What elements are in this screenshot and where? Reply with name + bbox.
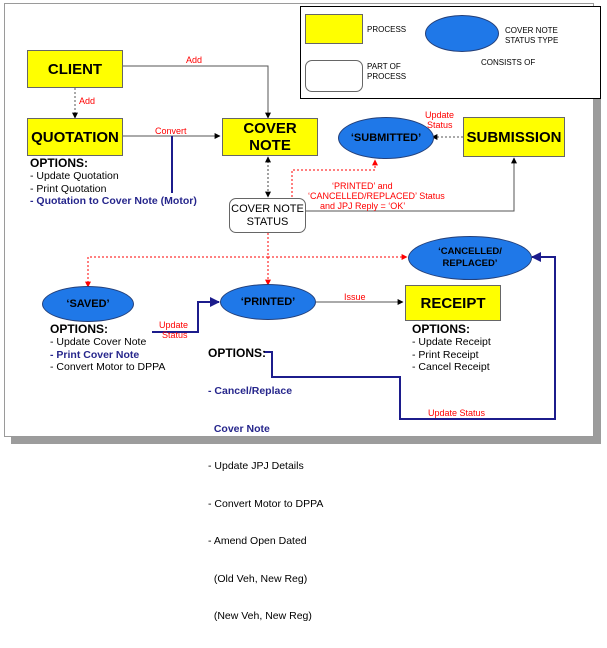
legend-process-label: PROCESS xyxy=(367,25,407,34)
saved-option-convert: - Convert Motor to DPPA xyxy=(50,361,166,373)
edge-status-saved xyxy=(85,256,268,288)
submission-label: SUBMISSION xyxy=(466,128,562,146)
receipt-options: OPTIONS: - Update Receipt - Print Receip… xyxy=(412,322,491,374)
label-add-left: Add xyxy=(79,96,96,106)
printed-options: OPTIONS: - Cancel/Replace Cover Note - U… xyxy=(208,321,323,648)
saved-options: OPTIONS: - Update Cover Note - Print Cov… xyxy=(50,322,165,374)
legend-status-label-1: COVER NOTE xyxy=(505,26,558,35)
legend-consists-label: CONSISTS OF xyxy=(481,58,536,67)
label-issue: Issue xyxy=(344,292,366,302)
status-box-line-2: STATUS xyxy=(246,215,289,228)
printed-option-convert: - Convert Motor to DPPA xyxy=(208,497,324,510)
cancelled-label-2: REPLACED’ xyxy=(442,258,498,269)
submitted-label: ‘SUBMITTED’ xyxy=(350,131,422,144)
label-update-status-printed-1: Update xyxy=(159,320,189,330)
cover-note-label: COVER NOTE xyxy=(243,120,297,154)
label-add-top: Add xyxy=(186,55,203,65)
cover-note-status-box: COVER NOTE STATUS xyxy=(229,198,306,233)
legend-process-swatch xyxy=(305,14,363,44)
printed-option-amend-new: (New Veh, New Reg) xyxy=(208,610,312,622)
label-printed-condition-3: and JPJ Reply = ‘OK’ xyxy=(320,201,406,211)
quotation-option-update: - Update Quotation xyxy=(30,170,119,182)
printed-status: ‘PRINTED’ xyxy=(220,284,316,320)
quotation-options-heading: OPTIONS: xyxy=(30,156,89,170)
printed-options-heading: OPTIONS: xyxy=(208,346,267,360)
status-box-line-1: COVER NOTE xyxy=(231,202,304,215)
label-update-status-submitted-2: Status xyxy=(427,120,453,130)
submission-process: SUBMISSION xyxy=(463,117,565,157)
legend-part-label-2: PROCESS xyxy=(367,72,407,81)
saved-options-heading: OPTIONS: xyxy=(50,322,109,336)
client-process: CLIENT xyxy=(27,50,123,88)
diagram-canvas: PROCESS PART OF PROCESS COVER NOTE STATU… xyxy=(4,3,601,622)
quotation-options: OPTIONS: - Update Quotation - Print Quot… xyxy=(30,156,197,208)
printed-option-jpj: - Update JPJ Details xyxy=(208,460,304,472)
receipt-option-cancel: - Cancel Receipt xyxy=(412,361,490,373)
saved-status: ‘SAVED’ xyxy=(42,286,134,322)
saved-option-update: - Update Cover Note xyxy=(50,336,147,348)
printed-label: ‘PRINTED’ xyxy=(240,295,296,308)
legend-part-swatch xyxy=(305,60,363,92)
submitted-status: ‘SUBMITTED’ xyxy=(338,117,434,159)
receipt-option-update: - Update Receipt xyxy=(412,336,491,348)
printed-option-amend-old: (Old Veh, New Reg) xyxy=(208,572,308,585)
label-update-status-submitted-1: Update xyxy=(425,110,455,120)
quotation-option-print: - Print Quotation xyxy=(30,182,107,195)
edge-status-submitted xyxy=(291,159,378,197)
printed-option-cancel-cont: Cover Note xyxy=(208,422,270,435)
quotation-label: QUOTATION xyxy=(31,128,119,146)
cancelled-replaced-status: ‘CANCELLED/ REPLACED’ xyxy=(408,236,532,280)
printed-option-amend: - Amend Open Dated xyxy=(208,535,307,547)
label-update-status-bottom: Update Status xyxy=(428,408,486,418)
label-printed-condition-1: ‘PRINTED’ and xyxy=(332,181,393,191)
legend-part-label-1: PART OF xyxy=(367,62,401,71)
label-update-status-printed-2: Status xyxy=(162,330,188,340)
saved-option-print: - Print Cover Note xyxy=(50,348,140,361)
receipt-label: RECEIPT xyxy=(420,294,486,312)
saved-label: ‘SAVED’ xyxy=(66,297,110,310)
receipt-process: RECEIPT xyxy=(405,285,501,321)
receipt-options-heading: OPTIONS: xyxy=(412,322,471,336)
quotation-process: QUOTATION xyxy=(27,118,123,156)
cover-note-process: COVER NOTE xyxy=(222,118,318,156)
quotation-option-convert: - Quotation to Cover Note (Motor) xyxy=(30,195,197,207)
label-convert: Convert xyxy=(155,126,187,136)
receipt-option-print: - Print Receipt xyxy=(412,348,479,361)
edge-printedoption-cancelled xyxy=(264,252,556,420)
legend-status-label-2: STATUS TYPE xyxy=(505,36,559,45)
edge-savedoption-printed xyxy=(152,297,220,333)
legend-status-swatch xyxy=(425,15,499,52)
cancelled-label-1: ‘CANCELLED/ xyxy=(438,246,502,257)
label-printed-condition-2: ‘CANCELLED/REPLACED’ Status xyxy=(308,191,445,201)
edge-status-submission xyxy=(306,157,517,212)
printed-option-cancel: - Cancel/Replace xyxy=(208,385,293,397)
edge-client-covernote xyxy=(123,65,271,119)
client-label: CLIENT xyxy=(47,60,103,78)
